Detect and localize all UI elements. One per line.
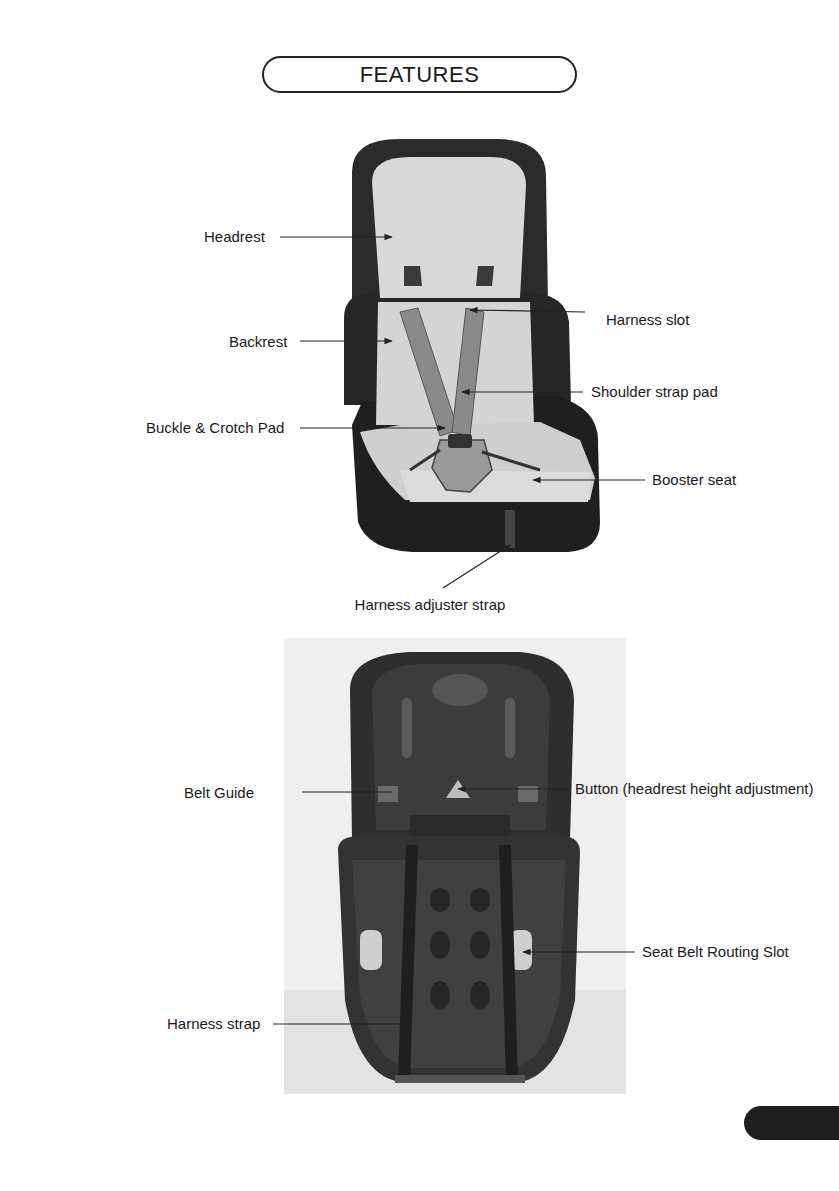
page-title: FEATURES bbox=[360, 62, 480, 88]
part-label: Harness slot bbox=[606, 311, 689, 329]
part-label: Seat Belt Routing Slot bbox=[642, 943, 789, 961]
part-label: Harness strap bbox=[167, 1015, 260, 1033]
title-box: FEATURES bbox=[262, 56, 577, 93]
car-seat-front bbox=[344, 139, 600, 552]
part-label: Backrest bbox=[229, 333, 287, 351]
part-label: Belt Guide bbox=[184, 784, 254, 802]
part-label: Booster seat bbox=[652, 471, 736, 489]
part-label: Button (headrest height adjustment) bbox=[575, 780, 813, 798]
page-tab bbox=[744, 1106, 839, 1140]
part-label: Headrest bbox=[204, 228, 265, 246]
car-seat-rear-photo bbox=[284, 638, 626, 1094]
leader-lines bbox=[273, 237, 645, 1024]
part-label: Shoulder strap pad bbox=[591, 383, 718, 401]
part-label: Buckle & Crotch Pad bbox=[146, 419, 284, 437]
part-label: Harness adjuster strap bbox=[355, 596, 506, 614]
